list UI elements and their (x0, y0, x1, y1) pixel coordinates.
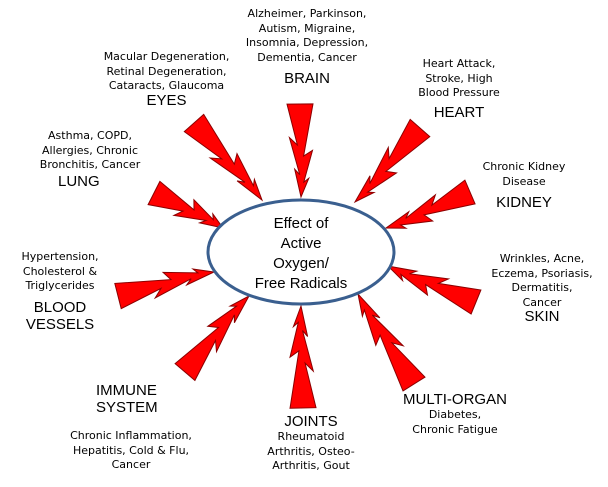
eyes-conditions: Macular Degeneration, Retinal Degenerati… (103, 50, 230, 92)
multi-organ-lightning-bolt (357, 292, 426, 392)
skin-conditions: Wrinkles, Acne, Eczema, Psoriasis, Derma… (491, 252, 593, 309)
immune-lightning-bolt (174, 294, 251, 382)
brain-lightning-bolt (286, 103, 314, 199)
heart-heading: HEART (433, 103, 485, 121)
kidney-conditions: Chronic Kidney Disease (482, 160, 566, 188)
lung-conditions: Asthma, COPD, Allergies, Chronic Bronchi… (39, 129, 141, 171)
blood-vessels-heading: BLOOD VESSELS (25, 298, 95, 333)
immune-system-heading: IMMUNE SYSTEM (96, 382, 158, 416)
skin-group: Wrinkles, Acne, Eczema, Psoriasis, Derma… (483, 252, 601, 325)
joints-group: JOINTS Rheumatoid Arthritis, Osteo- Arth… (255, 413, 367, 474)
skin-heading: SKIN (524, 308, 560, 325)
multi-organ-heading: MULTI-ORGAN (403, 391, 507, 408)
joints-heading: JOINTS (284, 413, 338, 430)
multi-organ-group: MULTI-ORGAN Diabetes, Chronic Fatigue (393, 391, 517, 437)
kidney-group: Chronic Kidney Disease KIDNEY (470, 160, 578, 211)
joints-conditions: Rheumatoid Arthritis, Osteo- Arthritis, … (267, 430, 355, 472)
kidney-heading: KIDNEY (496, 194, 552, 211)
brain-group: Alzheimer, Parkinson, Autism, Migraine, … (232, 7, 382, 87)
lung-heading: LUNG (58, 172, 100, 190)
center-title: Effect of Active Oxygen/ Free Radicals (254, 215, 348, 292)
kidney-lightning-bolt (384, 179, 476, 229)
blood-vessels-conditions: Hypertension, Cholesterol & Triglyceride… (21, 250, 99, 292)
brain-conditions: Alzheimer, Parkinson, Autism, Migraine, … (245, 7, 369, 64)
eyes-heading: EYES (146, 91, 187, 109)
multi-organ-conditions: Diabetes, Chronic Fatigue (412, 408, 498, 436)
eyes-group: Macular Degeneration, Retinal Degenerati… (84, 50, 249, 109)
brain-heading: BRAIN (284, 70, 330, 87)
immune-system-group: IMMUNE SYSTEM Chronic Inflammation, Hepa… (58, 382, 204, 473)
joints-lightning-bolt (289, 304, 317, 409)
lung-lightning-bolt (147, 180, 225, 229)
lung-group: Asthma, COPD, Allergies, Chronic Bronchi… (28, 129, 152, 190)
eyes-lightning-bolt (183, 113, 264, 202)
immune-system-conditions: Chronic Inflammation, Hepatitis, Cold & … (70, 429, 192, 471)
heart-conditions: Heart Attack, Stroke, High Blood Pressur… (418, 57, 500, 99)
blood-vessels-group: Hypertension, Cholesterol & Triglyceride… (8, 250, 112, 333)
skin-lightning-bolt (386, 265, 482, 315)
center-ellipse (206, 198, 396, 306)
heart-lightning-bolt (353, 118, 431, 204)
heart-group: Heart Attack, Stroke, High Blood Pressur… (398, 57, 520, 121)
blood-vessels-lightning-bolt (114, 268, 216, 310)
